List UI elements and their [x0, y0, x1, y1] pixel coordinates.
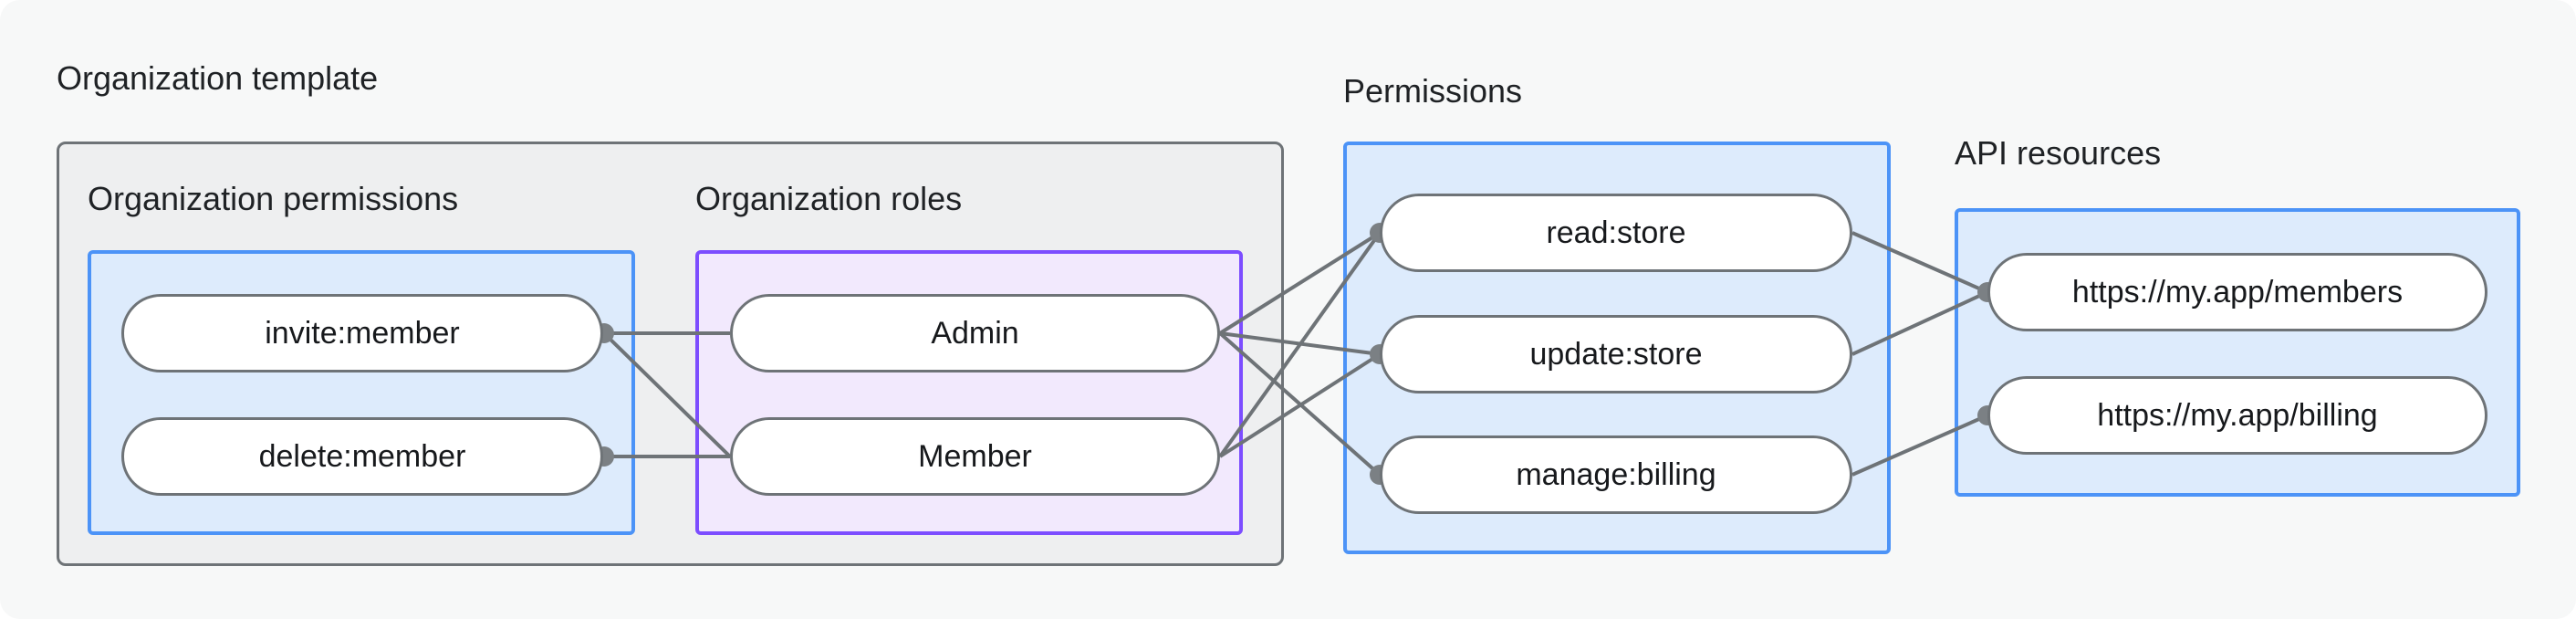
- organization-permissions-caption: Organization permissions: [88, 180, 459, 217]
- organization-roles-caption: Organization roles: [695, 180, 963, 217]
- api-resources-caption: API resources: [1955, 134, 2162, 172]
- node-invite-member[interactable]: invite:member: [121, 294, 603, 372]
- node-admin[interactable]: Admin: [730, 294, 1220, 372]
- node-members-url[interactable]: https://my.app/members: [1987, 253, 2487, 331]
- node-manage-billing[interactable]: manage:billing: [1380, 435, 1852, 514]
- node-read-store[interactable]: read:store: [1380, 194, 1852, 272]
- node-member[interactable]: Member: [730, 417, 1220, 496]
- node-update-store[interactable]: update:store: [1380, 315, 1852, 393]
- organization-template-caption: Organization template: [57, 59, 379, 97]
- permissions-caption: Permissions: [1343, 72, 1523, 110]
- node-delete-member[interactable]: delete:member: [121, 417, 603, 496]
- node-billing-url[interactable]: https://my.app/billing: [1987, 376, 2487, 455]
